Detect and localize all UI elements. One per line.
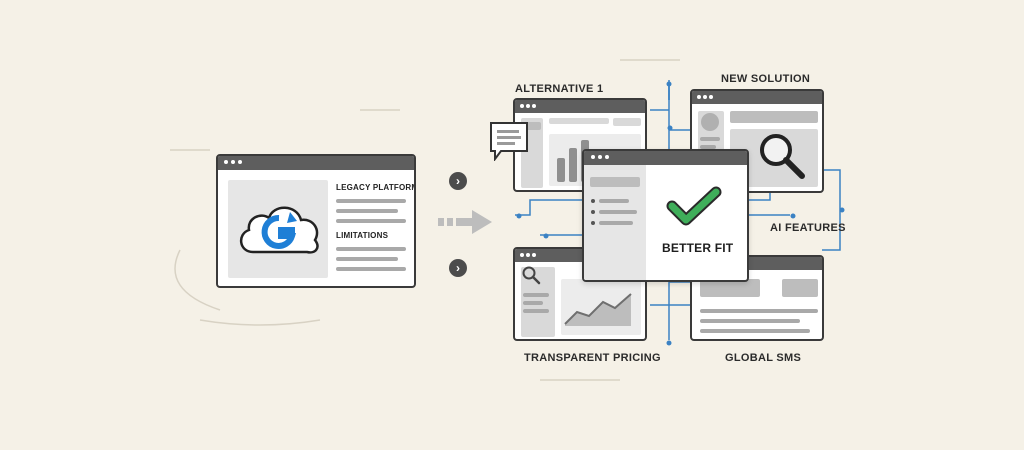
checkmark-icon — [666, 186, 722, 226]
legacy-platform-window: LEGACY PLATFORM LIMITATIONS — [216, 154, 416, 288]
alternative-1-label: ALTERNATIVE 1 — [515, 83, 604, 95]
better-fit-window: BETTER FIT — [582, 149, 749, 282]
ai-features-label: AI FEATURES — [770, 222, 846, 234]
better-fit-label: BETTER FIT — [662, 241, 734, 255]
search-icon — [522, 266, 541, 285]
chevron-right-icon: › — [449, 259, 467, 277]
legacy-platform-label: LEGACY PLATFORM — [336, 183, 416, 192]
magnifier-icon — [760, 134, 805, 179]
global-sms-label: GLOBAL SMS — [725, 352, 802, 364]
chevron-right-icon: › — [449, 172, 467, 190]
new-solution-label: NEW SOLUTION — [721, 73, 811, 85]
cloud-g-logo-icon — [240, 206, 319, 254]
transparent-pricing-label: TRANSPARENT PRICING — [524, 352, 661, 364]
flow-arrow-icon — [438, 210, 492, 234]
chat-bubble-icon — [490, 122, 528, 161]
area-graph-icon — [564, 293, 632, 326]
limitations-label: LIMITATIONS — [336, 231, 389, 240]
